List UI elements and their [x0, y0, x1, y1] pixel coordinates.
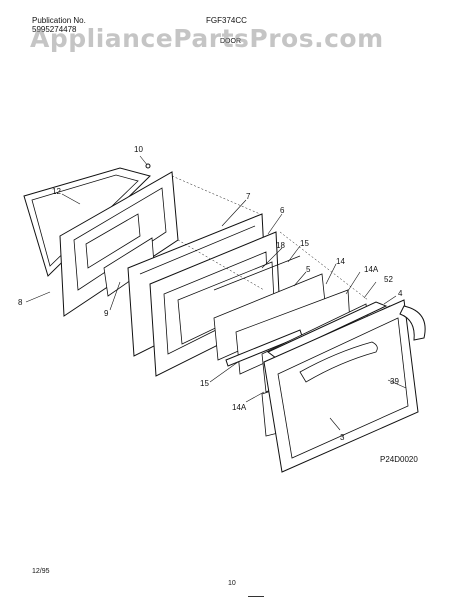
watermark: AppliancePartsPros.com [30, 24, 384, 53]
model-number: FGF374CC [206, 16, 247, 25]
callout-12: 12 [52, 187, 61, 196]
page-number: 10 [228, 580, 236, 587]
callout-52: 52 [384, 275, 393, 284]
callout-4: 4 [398, 289, 403, 298]
callout-7: 7 [246, 192, 251, 201]
callout-9: 9 [104, 309, 109, 318]
callout-15-lower: 15 [200, 379, 209, 388]
callout-14: 14 [336, 257, 345, 266]
section-title: DOOR [220, 38, 241, 45]
callout-8: 8 [18, 298, 23, 307]
callout-14A-upper: 14A [364, 265, 379, 274]
callout-6: 6 [280, 206, 285, 215]
part-3-outer-door [263, 299, 426, 473]
callout-18: 18 [276, 241, 285, 250]
footer-rule [248, 596, 264, 597]
footer-date: 12/95 [32, 568, 50, 575]
callout-14A-lower: 14A [232, 403, 247, 412]
callout-labels: 10 12 7 6 18 15 5 14 14A 52 4 8 9 15 14A… [18, 145, 403, 442]
callout-3: 3 [340, 433, 345, 442]
callout-15-upper: 15 [300, 239, 309, 248]
callout-10: 10 [134, 145, 143, 154]
part-10-screw [139, 155, 151, 169]
callout-5: 5 [306, 265, 311, 274]
figure-code: P24D0020 [380, 455, 418, 464]
callout-39: 39 [390, 377, 399, 386]
publication-label: Publication No. [32, 16, 86, 25]
publication-info: Publication No. 5995274478 [32, 16, 86, 34]
publication-number: 5995274478 [32, 25, 77, 34]
